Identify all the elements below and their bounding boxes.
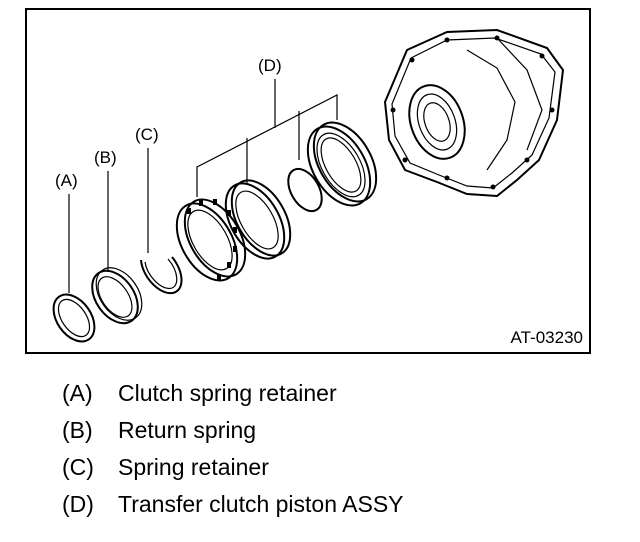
clutch-piston-spring-pack-part [175,198,247,282]
leader-lines [68,79,338,293]
clutch-piston-part [224,179,292,260]
clutch-spring-retainer-part [52,293,96,343]
legend-text: Clutch spring retainer [118,380,337,406]
outer-seal-part [306,121,378,207]
spring-retainer-part [140,256,183,295]
legend-key: (D) [62,491,94,517]
legend-item: (D) Transfer clutch piston ASSY [62,491,602,528]
o-ring-part [287,167,323,213]
callout-label-d: (D) [258,56,282,75]
legend-item: (B) Return spring [62,417,602,454]
legend-text: Transfer clutch piston ASSY [118,491,404,517]
exploded-view-figure: (A) (B) (C) (D) [25,8,591,354]
legend-text: Return spring [118,417,257,443]
callout-label-b: (B) [94,148,117,167]
exploded-view-drawing: (A) (B) (C) (D) [52,28,565,343]
return-spring-part [91,267,143,325]
figure-id-label: AT-03230 [510,328,583,347]
parts-legend: (A) Clutch spring retainer (B) Return sp… [62,380,602,528]
legend-key: (C) [62,454,94,480]
transfer-case-housing [383,28,565,198]
legend-item: (C) Spring retainer [62,454,602,491]
callout-label-a: (A) [55,171,78,190]
legend-key: (B) [62,417,93,443]
legend-key: (A) [62,380,93,406]
legend-item: (A) Clutch spring retainer [62,380,602,417]
legend-text: Spring retainer [118,454,269,480]
leader-line-d-branch [196,94,338,197]
callout-label-c: (C) [135,125,159,144]
